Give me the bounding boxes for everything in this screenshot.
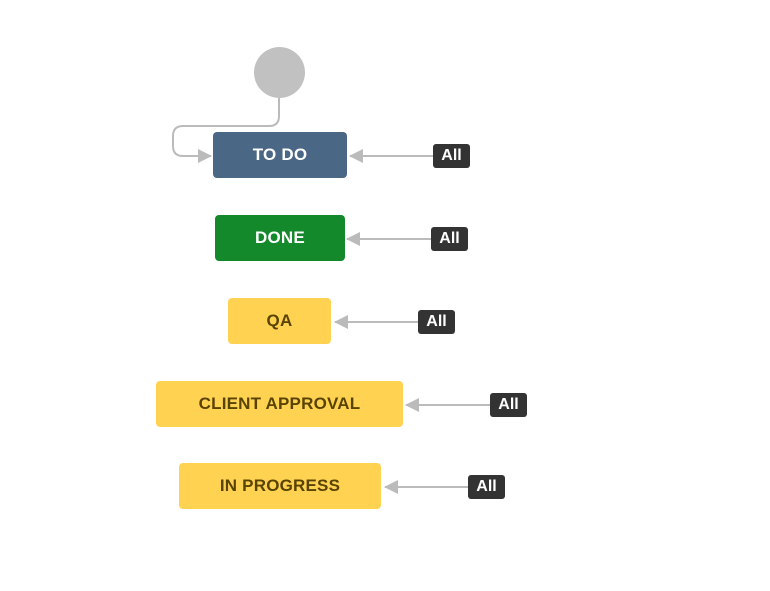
status-todo[interactable]: TO DO (213, 132, 347, 178)
global-transition-badge-done[interactable]: All (431, 227, 468, 251)
global-transition-badge-client-approval[interactable]: All (490, 393, 527, 417)
status-in-progress[interactable]: IN PROGRESS (179, 463, 381, 509)
status-client-approval[interactable]: CLIENT APPROVAL (156, 381, 403, 427)
status-done[interactable]: DONE (215, 215, 345, 261)
initial-transition-arrow (172, 98, 280, 163)
status-qa[interactable]: QA (228, 298, 331, 344)
start-circle-icon (254, 47, 305, 98)
global-transition-badge-qa[interactable]: All (418, 310, 455, 334)
global-transition-badge-todo[interactable]: All (433, 144, 470, 168)
global-transition-badge-in-progress[interactable]: All (468, 475, 505, 499)
